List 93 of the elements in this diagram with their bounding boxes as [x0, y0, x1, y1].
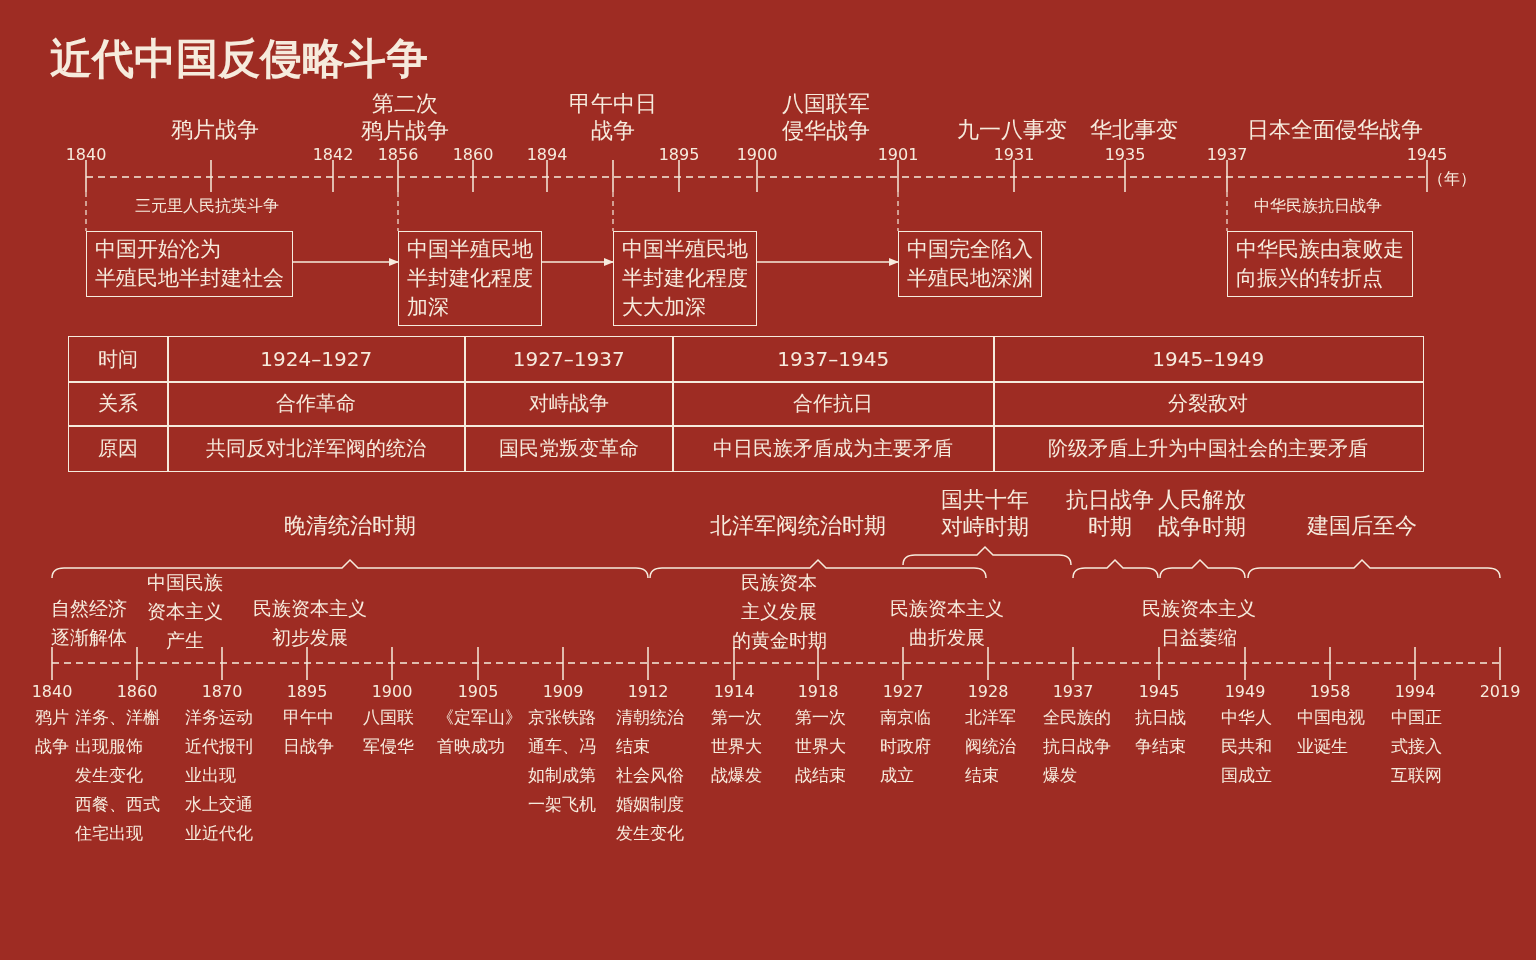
event-note: 北洋军阀统治结束 [965, 706, 1016, 787]
year-label: 1927 [882, 681, 924, 703]
event-label: 甲午中日战争 [569, 90, 657, 144]
event-note: 洋务、洋槲出现服饰发生变化西餐、西式住宅出现 [75, 706, 160, 845]
summary-box: 中国半殖民地半封建化程度大大加深 [613, 231, 757, 326]
phase-label: 民族资本主义日益萎缩 [1142, 596, 1256, 650]
period-heading: 人民解放战争时期 [1158, 486, 1246, 540]
table-cell: 共同反对北洋军阀的统治 [167, 425, 466, 472]
year-label: 1958 [1309, 681, 1351, 703]
phase-label: 民族资本主义发展的黄金时期 [731, 570, 827, 653]
year-label: 1900 [371, 681, 413, 703]
phase-label: 民族资本主义曲折发展 [890, 596, 1004, 650]
year-label: 2019 [1479, 681, 1521, 703]
event-note: 鸦片战争 [35, 706, 69, 758]
period-heading: 国共十年对峙时期 [941, 486, 1029, 540]
year-label: 1870 [201, 681, 243, 703]
event-note: 南京临时政府成立 [880, 706, 931, 787]
event-note: 清朝统治结束社会风俗婚姻制度发生变化 [616, 706, 684, 845]
year-label: 1918 [797, 681, 839, 703]
event-label: 鸦片战争 [171, 116, 259, 143]
year-label: 1912 [627, 681, 669, 703]
event-label: 中华民族抗日战争 [1254, 195, 1382, 217]
row-header-cell: 关系 [68, 381, 169, 427]
table-cell: 合作革命 [167, 381, 466, 427]
table-cell: 1927–1937 [464, 336, 674, 383]
event-note: 全民族的抗日战争爆发 [1043, 706, 1111, 787]
summary-box: 中国半殖民地半封建化程度加深 [398, 231, 542, 326]
period-heading: 晚清统治时期 [284, 512, 416, 539]
event-note: 中国正式接入互联网 [1391, 706, 1442, 787]
table-cell: 国民党叛变革命 [464, 425, 674, 472]
year-label: 1935 [1104, 144, 1146, 166]
summary-box: 中华民族由衰败走向振兴的转折点 [1227, 231, 1413, 297]
year-label: 1840 [65, 144, 107, 166]
year-label: 1900 [736, 144, 778, 166]
event-note: 八国联军侵华 [363, 706, 414, 758]
phase-label: 中国民族资本主义产生 [147, 570, 223, 653]
table-cell: 合作抗日 [672, 381, 995, 427]
year-label: 1860 [116, 681, 158, 703]
summary-box: 中国完全陷入半殖民地深渊 [898, 231, 1042, 297]
period-heading: 北洋军阀统治时期 [710, 512, 886, 539]
year-label: 1840 [31, 681, 73, 703]
year-label: 1842 [312, 144, 354, 166]
event-note: 第一次世界大战爆发 [711, 706, 762, 787]
year-label: 1894 [526, 144, 568, 166]
year-label: 1928 [967, 681, 1009, 703]
event-label: 日本全面侵华战争 [1247, 116, 1423, 143]
table-cell: 中日民族矛盾成为主要矛盾 [672, 425, 995, 472]
period-heading: 建国后至今 [1307, 512, 1417, 539]
year-label: 1909 [542, 681, 584, 703]
unit-label: （年） [1428, 168, 1476, 190]
event-note: 第一次世界大战结束 [795, 706, 846, 787]
arrow [292, 258, 399, 266]
event-label: 华北事变 [1090, 116, 1178, 143]
page-title: 近代中国反侵略斗争 [50, 34, 428, 84]
year-label: 1895 [286, 681, 328, 703]
row-header-cell: 原因 [68, 425, 169, 472]
year-label: 1856 [377, 144, 419, 166]
event-note: 《定军山》首映成功 [437, 706, 522, 758]
year-label: 1945 [1406, 144, 1448, 166]
phase-label: 民族资本主义初步发展 [253, 596, 367, 650]
event-note: 抗日战争结束 [1135, 706, 1186, 758]
year-label: 1895 [658, 144, 700, 166]
year-label: 1994 [1394, 681, 1436, 703]
event-note: 洋务运动近代报刊业出现水上交通业近代化 [185, 706, 253, 845]
event-note: 中华人民共和国成立 [1221, 706, 1272, 787]
arrow [756, 258, 899, 266]
arrow [541, 258, 614, 266]
table-cell: 1937–1945 [672, 336, 995, 383]
year-label: 1914 [713, 681, 755, 703]
year-label: 1945 [1138, 681, 1180, 703]
event-note: 中国电视业诞生 [1297, 706, 1365, 758]
period-heading: 抗日战争时期 [1066, 486, 1154, 540]
year-label: 1931 [993, 144, 1035, 166]
row-header-cell: 时间 [68, 336, 169, 383]
summary-box: 中国开始沦为半殖民地半封建社会 [86, 231, 293, 297]
year-label: 1901 [877, 144, 919, 166]
table-cell: 1945–1949 [993, 336, 1424, 383]
table-cell: 对峙战争 [464, 381, 674, 427]
table-cell: 分裂敌对 [993, 381, 1424, 427]
phase-label: 自然经济逐渐解体 [51, 596, 127, 650]
year-label: 1949 [1224, 681, 1266, 703]
year-label: 1937 [1052, 681, 1094, 703]
event-label: 三元里人民抗英斗争 [135, 195, 279, 217]
event-note: 京张铁路通车、冯如制成第一架飞机 [528, 706, 596, 816]
table-cell: 阶级矛盾上升为中国社会的主要矛盾 [993, 425, 1424, 472]
year-label: 1905 [457, 681, 499, 703]
event-label: 第二次鸦片战争 [361, 90, 449, 144]
year-label: 1860 [452, 144, 494, 166]
event-label: 八国联军侵华战争 [782, 90, 870, 144]
event-note: 甲午中日战争 [283, 706, 334, 758]
table-cell: 1924–1927 [167, 336, 466, 383]
event-label: 九一八事变 [957, 116, 1067, 143]
year-label: 1937 [1206, 144, 1248, 166]
